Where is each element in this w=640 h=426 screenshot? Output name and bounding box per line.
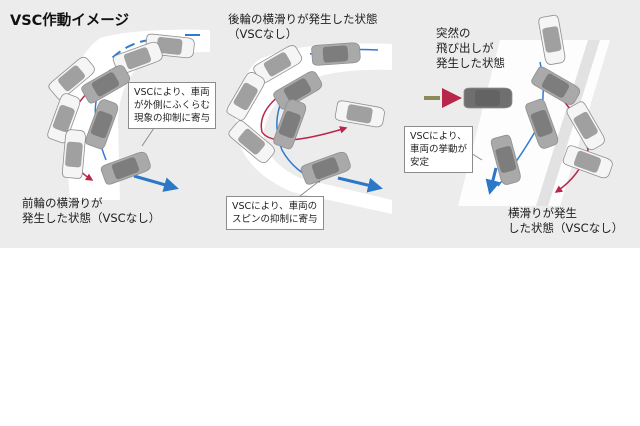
road-panel-2: [236, 43, 392, 214]
vsc-illustration: VSC作動イメージ 前輪の横滑りが 発生した状態（VSCなし） VSCにより、車…: [0, 0, 640, 248]
car-obstacle: [463, 87, 513, 109]
page-title: VSC作動イメージ: [10, 13, 130, 29]
car-vsc: [310, 41, 362, 67]
callout-pointer-panel-1: [141, 127, 155, 147]
car-vsc: [271, 97, 309, 151]
panel-1-scene: [45, 29, 210, 200]
road-panel-1: [64, 29, 210, 200]
car-ghost: [61, 128, 87, 180]
panel-2-scene: [224, 41, 392, 214]
panel-2-top-label: 後輪の横滑りが発生した状態 （VSCなし）: [228, 12, 378, 41]
panel-3-scene: [424, 14, 615, 206]
panel-1-bottom-label: 前輪の横滑りが 発生した状態（VSCなし）: [22, 196, 161, 225]
travel-arrow-panel-2: [337, 176, 383, 193]
panel-3-callout: VSCにより、 車両の挙動が 安定: [404, 126, 474, 173]
vsc-scene: [45, 14, 615, 214]
callout-pointer-panel-2: [299, 181, 319, 197]
road-stripe-panel-3: [536, 40, 600, 206]
panel-3-bottom-label: 横滑りが発生 した状態（VSCなし）: [508, 206, 624, 235]
panel-2-callout: VSCにより、車両の スピンの抑制に寄与: [226, 196, 324, 230]
car-ghost: [334, 99, 386, 129]
panel-3-top-label: 突然の 飛び出しが 発生した状態: [436, 26, 505, 70]
travel-arrow-panel-1: [133, 174, 179, 192]
panel-1-callout: VSCにより、車両 が外側にふくらむ 現象の抑制に寄与: [128, 82, 217, 129]
travel-arrow-panel-3: [485, 167, 501, 195]
